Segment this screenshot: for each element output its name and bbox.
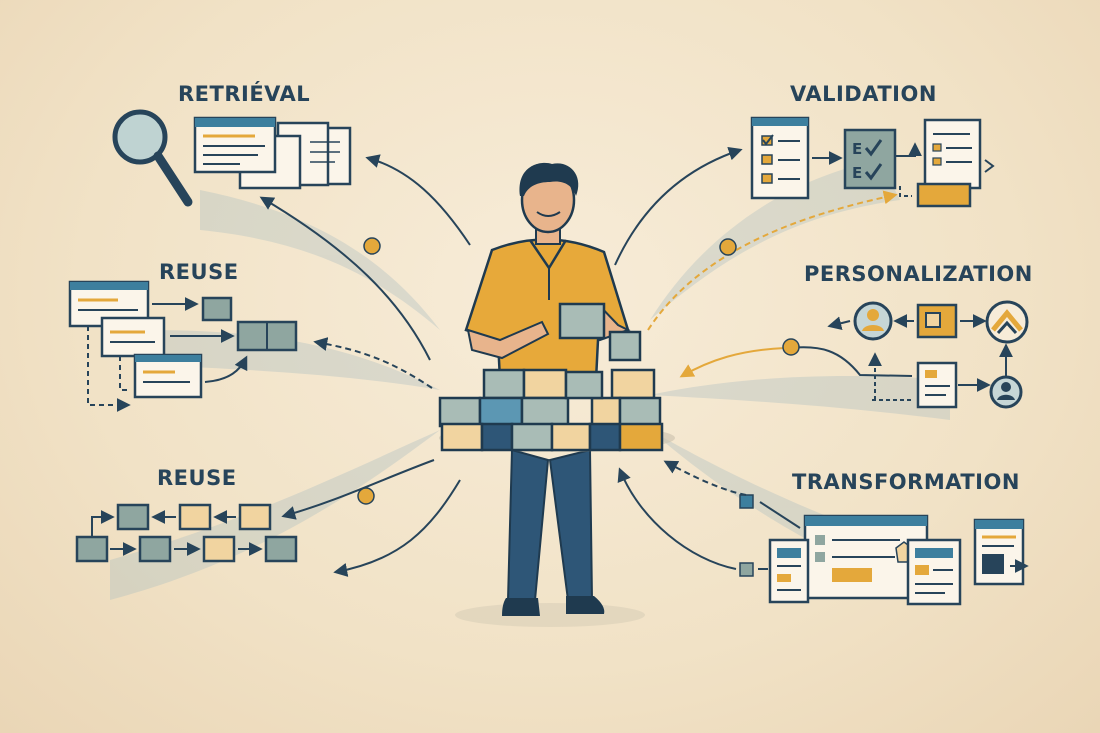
up-chevron-icon	[987, 302, 1027, 342]
checklist-icon	[752, 118, 808, 198]
label-transformation: TRANSFORMATION	[792, 470, 1020, 494]
label-personalization: PERSONALIZATION	[804, 262, 1033, 286]
label-validation: VALIDATION	[790, 82, 937, 106]
label-reuse-top: REUSE	[159, 260, 239, 284]
block-table	[439, 370, 675, 452]
magnifier-icon	[115, 112, 188, 202]
label-reuse-bottom: REUSE	[157, 466, 237, 490]
user-avatar-icon	[855, 303, 891, 339]
reuse-top-group	[70, 282, 432, 405]
label-retrieval: RETRIÉVAL	[178, 82, 310, 106]
retrieval-documents	[195, 118, 350, 188]
svg-text:E: E	[852, 164, 862, 182]
code-document-icon	[975, 520, 1026, 584]
svg-text:E: E	[852, 140, 862, 158]
